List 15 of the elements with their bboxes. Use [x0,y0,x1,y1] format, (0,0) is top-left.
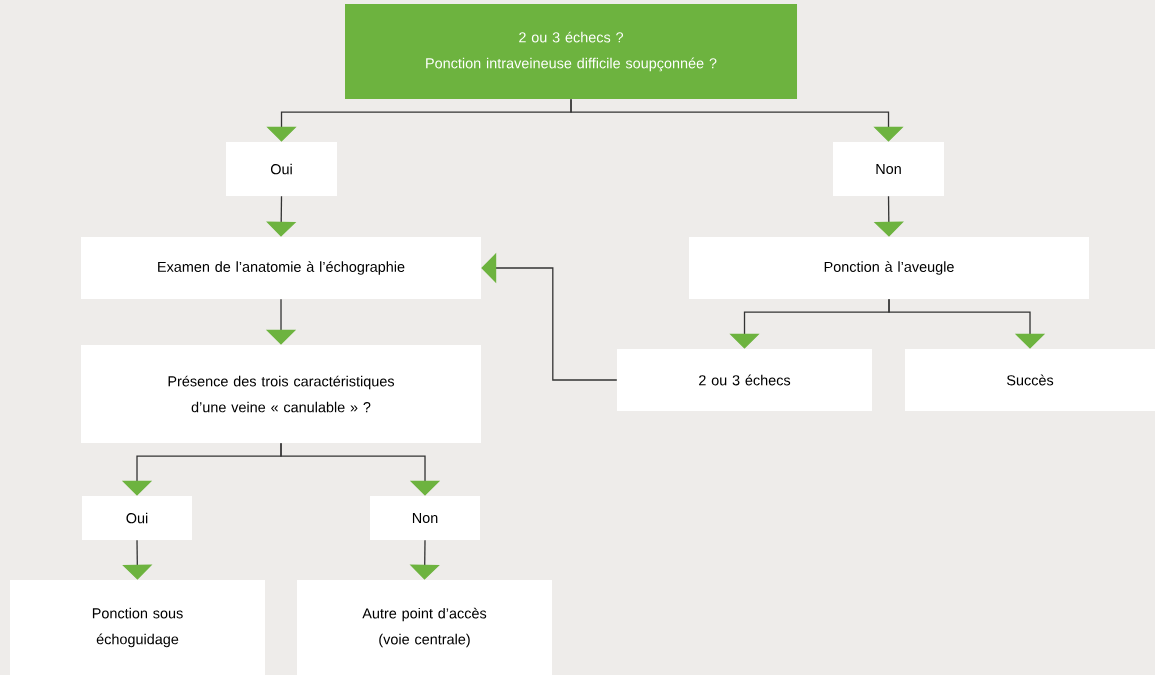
arrow [570,98,904,142]
flow-box: Examen de l’anatomie à l’échographie [81,237,481,299]
arrow [280,442,441,496]
flow-box: Présence des trois caractéristiques d’une veine « canulable » ? [81,345,481,443]
flow-box: Ponction sous échoguidage [10,580,265,675]
flow-box: Non [370,496,480,540]
flow-box: Oui [82,496,192,540]
flow-box: Oui [226,142,337,196]
flow-box: 2 ou 3 échecs [617,349,872,411]
flow-box: Non [833,142,944,196]
flow-box: Ponction à l’aveugle [689,237,1089,299]
arrow [888,298,1046,349]
flow-box: Succès [905,349,1155,411]
question-box: 2 ou 3 échecs ? Ponction intraveineuse difficile soupçonnée ? [345,4,797,99]
flow-box: Autre point d’accès (voie centrale) [297,580,552,675]
